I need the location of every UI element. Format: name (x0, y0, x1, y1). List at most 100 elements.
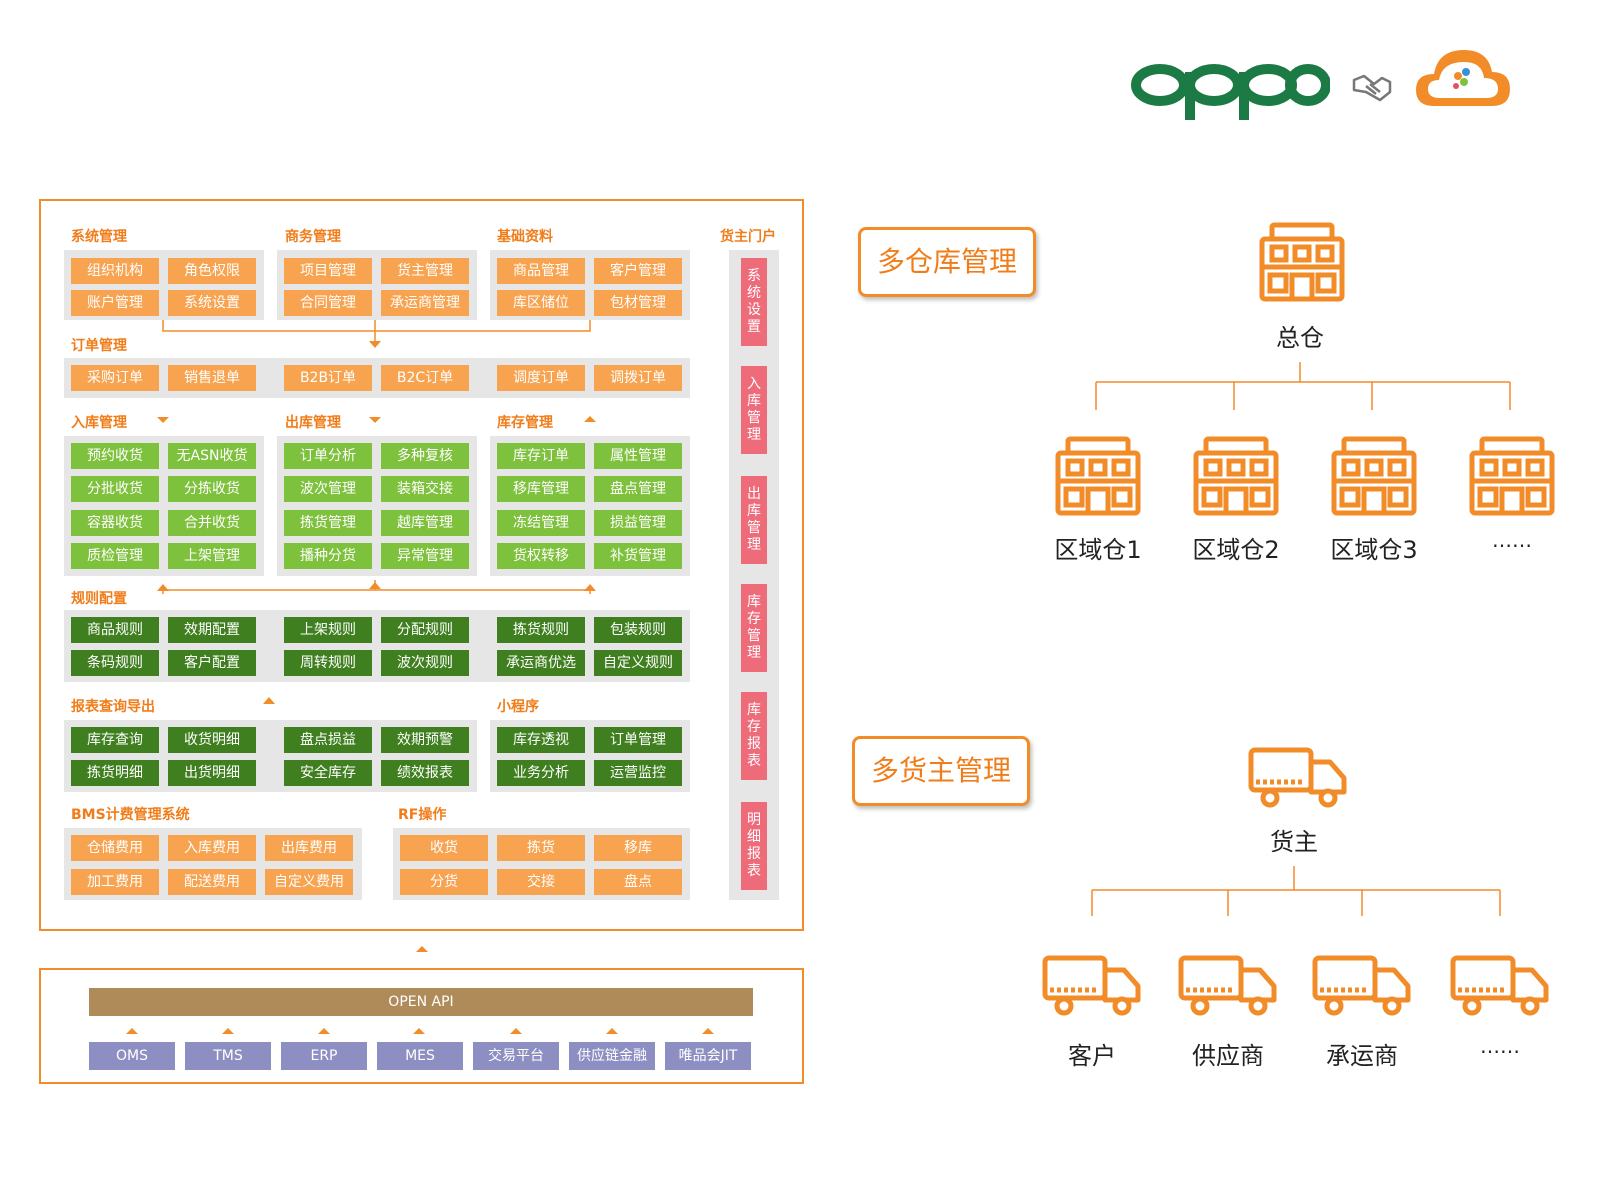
cell-base-1[interactable]: 客户管理 (594, 258, 682, 284)
cell-outbound-7[interactable]: 异常管理 (381, 543, 469, 569)
portal-item-5[interactable]: 明细报表 (741, 802, 767, 890)
cell-inbound-4[interactable]: 容器收货 (71, 510, 159, 536)
cell-rule-6[interactable]: 周转规则 (284, 650, 372, 676)
cell-outbound-3[interactable]: 装箱交接 (381, 476, 469, 502)
cell-outbound-2[interactable]: 波次管理 (284, 476, 372, 502)
cell-outbound-4[interactable]: 拣货管理 (284, 510, 372, 536)
cell-report-0[interactable]: 库存查询 (71, 727, 159, 753)
cell-order-3[interactable]: B2C订单 (381, 365, 469, 391)
system-scf[interactable]: 供应链金融 (569, 1042, 655, 1070)
cell-rf-3[interactable]: 分货 (400, 869, 488, 895)
cell-inbound-2[interactable]: 分批收货 (71, 476, 159, 502)
cell-rule-7[interactable]: 波次规则 (381, 650, 469, 676)
multi-warehouse-label: 多仓库管理 (858, 227, 1036, 297)
cell-stock-0[interactable]: 库存订单 (497, 443, 585, 469)
system-vip-jit[interactable]: 唯品会JIT (665, 1042, 751, 1070)
cell-bms-4[interactable]: 配送费用 (168, 869, 256, 895)
cell-report-4[interactable]: 盘点损益 (284, 727, 372, 753)
cell-report-2[interactable]: 拣货明细 (71, 760, 159, 786)
portal-item-3[interactable]: 库存管理 (741, 584, 767, 672)
system-mes[interactable]: MES (377, 1042, 463, 1070)
cell-rule-5[interactable]: 分配规则 (381, 617, 469, 643)
cell-stock-4[interactable]: 冻结管理 (497, 510, 585, 536)
cell-stock-1[interactable]: 属性管理 (594, 443, 682, 469)
cell-mini-1[interactable]: 订单管理 (594, 727, 682, 753)
cell-mini-3[interactable]: 运营监控 (594, 760, 682, 786)
cell-rf-0[interactable]: 收货 (400, 835, 488, 861)
multi-owner-label: 多货主管理 (852, 736, 1030, 806)
cell-rule-0[interactable]: 商品规则 (71, 617, 159, 643)
cell-report-5[interactable]: 效期预警 (381, 727, 469, 753)
cell-biz-0[interactable]: 项目管理 (284, 258, 372, 284)
cell-bms-2[interactable]: 出库费用 (265, 835, 353, 861)
cell-inbound-5[interactable]: 合并收货 (168, 510, 256, 536)
cell-mini-0[interactable]: 库存透视 (497, 727, 585, 753)
cell-stock-7[interactable]: 补货管理 (594, 543, 682, 569)
cell-bms-1[interactable]: 入库费用 (168, 835, 256, 861)
cell-base-2[interactable]: 库区储位 (497, 290, 585, 316)
system-trade[interactable]: 交易平台 (473, 1042, 559, 1070)
cell-rule-3[interactable]: 客户配置 (168, 650, 256, 676)
cell-order-4[interactable]: 调度订单 (497, 365, 585, 391)
cell-inbound-0[interactable]: 预约收货 (71, 443, 159, 469)
portal-item-4[interactable]: 库存报表 (741, 692, 767, 780)
cell-stock-3[interactable]: 盘点管理 (594, 476, 682, 502)
cell-sys-3[interactable]: 系统设置 (168, 290, 256, 316)
cell-report-7[interactable]: 绩效报表 (381, 760, 469, 786)
system-erp[interactable]: ERP (281, 1042, 367, 1070)
system-oms[interactable]: OMS (89, 1042, 175, 1070)
portal-item-0[interactable]: 系统设置 (741, 258, 767, 346)
system-tms[interactable]: TMS (185, 1042, 271, 1070)
cell-sys-0[interactable]: 组织机构 (71, 258, 159, 284)
cell-rf-4[interactable]: 交接 (497, 869, 585, 895)
cell-sys-2[interactable]: 账户管理 (71, 290, 159, 316)
cell-base-0[interactable]: 商品管理 (497, 258, 585, 284)
cell-base-3[interactable]: 包材管理 (594, 290, 682, 316)
cell-rule-9[interactable]: 包装规则 (594, 617, 682, 643)
cell-stock-2[interactable]: 移库管理 (497, 476, 585, 502)
cell-outbound-6[interactable]: 播种分货 (284, 543, 372, 569)
cell-bms-5[interactable]: 自定义费用 (265, 869, 353, 895)
title-bms: BMS计费管理系统 (71, 807, 190, 823)
cell-order-1[interactable]: 销售退单 (168, 365, 256, 391)
open-api-bar: OPEN API (89, 988, 753, 1016)
warehouse-root-label: 总仓 (1276, 324, 1324, 352)
cell-report-1[interactable]: 收货明细 (168, 727, 256, 753)
cell-inbound-3[interactable]: 分拣收货 (168, 476, 256, 502)
warehouse-child-label: 区域仓2 (1192, 536, 1280, 564)
cell-order-0[interactable]: 采购订单 (71, 365, 159, 391)
cell-inbound-1[interactable]: 无ASN收货 (168, 443, 256, 469)
cell-bms-3[interactable]: 加工费用 (71, 869, 159, 895)
cell-stock-5[interactable]: 损益管理 (594, 510, 682, 536)
cell-rule-10[interactable]: 承运商优选 (497, 650, 585, 676)
cell-rule-8[interactable]: 拣货规则 (497, 617, 585, 643)
warehouse-icon (1192, 436, 1280, 518)
cell-sys-1[interactable]: 角色权限 (168, 258, 256, 284)
cell-biz-1[interactable]: 货主管理 (381, 258, 469, 284)
title-rule: 规则配置 (71, 591, 127, 607)
cell-order-5[interactable]: 调拨订单 (594, 365, 682, 391)
cell-inbound-7[interactable]: 上架管理 (168, 543, 256, 569)
cell-rule-11[interactable]: 自定义规则 (594, 650, 682, 676)
cell-report-3[interactable]: 出货明细 (168, 760, 256, 786)
cell-rf-5[interactable]: 盘点 (594, 869, 682, 895)
cell-rule-2[interactable]: 条码规则 (71, 650, 159, 676)
cell-biz-2[interactable]: 合同管理 (284, 290, 372, 316)
cell-biz-3[interactable]: 承运商管理 (381, 290, 469, 316)
cell-order-2[interactable]: B2B订单 (284, 365, 372, 391)
cell-rule-4[interactable]: 上架规则 (284, 617, 372, 643)
portal-item-2[interactable]: 出库管理 (741, 476, 767, 564)
title-rf: RF操作 (398, 807, 447, 823)
cell-outbound-1[interactable]: 多种复核 (381, 443, 469, 469)
cell-outbound-0[interactable]: 订单分析 (284, 443, 372, 469)
cell-report-6[interactable]: 安全库存 (284, 760, 372, 786)
cell-inbound-6[interactable]: 质检管理 (71, 543, 159, 569)
cell-bms-0[interactable]: 仓储费用 (71, 835, 159, 861)
cell-stock-6[interactable]: 货权转移 (497, 543, 585, 569)
cell-rf-2[interactable]: 移库 (594, 835, 682, 861)
cell-outbound-5[interactable]: 越库管理 (381, 510, 469, 536)
cell-rule-1[interactable]: 效期配置 (168, 617, 256, 643)
portal-item-1[interactable]: 入库管理 (741, 366, 767, 454)
cell-mini-2[interactable]: 业务分析 (497, 760, 585, 786)
cell-rf-1[interactable]: 拣货 (497, 835, 585, 861)
